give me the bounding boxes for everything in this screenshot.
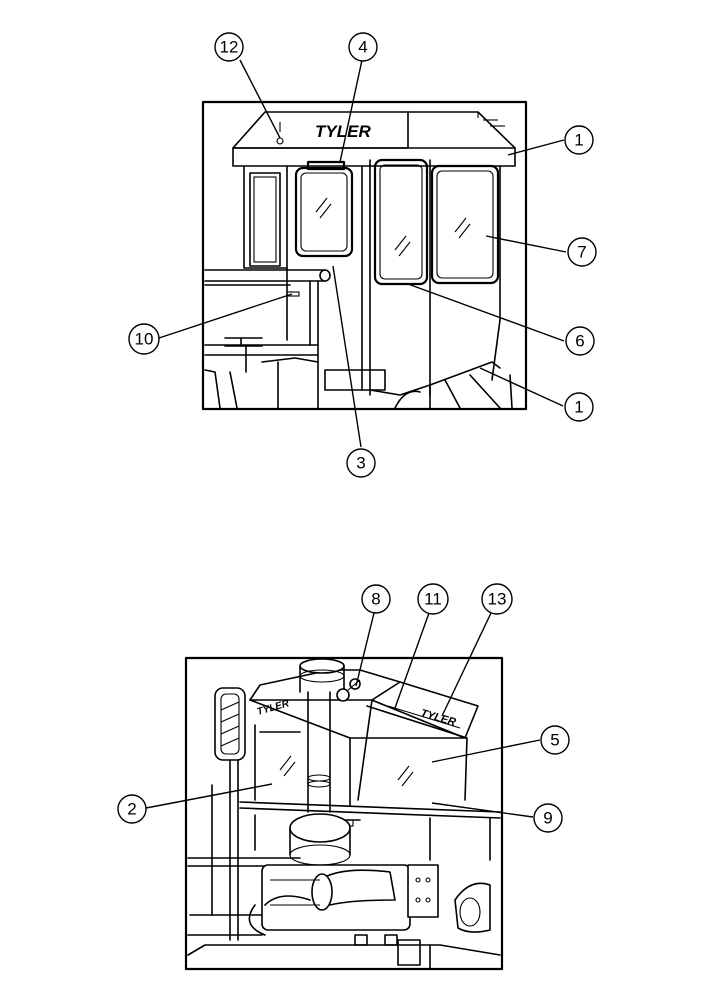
svg-text:5: 5 <box>550 731 559 750</box>
front-door-window <box>294 166 354 258</box>
svg-text:1: 1 <box>574 131 583 150</box>
bottom-leader-lines <box>145 612 541 818</box>
cab-body <box>243 159 501 396</box>
door-latch <box>286 291 300 297</box>
callout-5: 5 <box>540 725 570 755</box>
svg-text:7: 7 <box>577 243 586 262</box>
callout-11: 11 <box>417 583 449 615</box>
callout-10: 10 <box>128 323 160 355</box>
callout-6: 6 <box>565 326 595 356</box>
cab-roof: TYLER <box>232 111 516 167</box>
callout-12: 12 <box>214 32 244 62</box>
svg-text:4: 4 <box>358 38 367 57</box>
callout-1-lower: 1 <box>564 392 594 422</box>
ladder <box>211 687 246 941</box>
callout-2: 2 <box>117 794 147 824</box>
lower-frame <box>204 337 513 409</box>
svg-text:10: 10 <box>135 330 154 349</box>
bottom-figure: TYLER TYLER <box>117 583 570 971</box>
bottom-figure-frame <box>184 656 504 971</box>
callout-8: 8 <box>361 584 391 614</box>
svg-text:2: 2 <box>127 800 136 819</box>
svg-text:8: 8 <box>371 590 380 609</box>
top-figure-frame <box>201 100 528 411</box>
top-leader-lines <box>158 59 567 448</box>
callout-9: 9 <box>533 803 563 833</box>
svg-text:6: 6 <box>575 332 584 351</box>
wiper-motor <box>306 160 346 171</box>
svg-text:12: 12 <box>220 38 239 57</box>
svg-text:9: 9 <box>543 809 552 828</box>
rear-roof: TYLER TYLER <box>249 669 479 739</box>
rear-window-right <box>349 699 468 806</box>
exhaust-stack <box>299 658 345 813</box>
svg-text:11: 11 <box>424 590 442 609</box>
callout-7: 7 <box>567 237 597 267</box>
side-window-rear <box>430 164 500 285</box>
dome-light <box>276 137 284 145</box>
side-window-front <box>373 158 429 286</box>
svg-text:1: 1 <box>574 398 583 417</box>
engine <box>187 864 501 969</box>
callout-1-roof: 1 <box>564 125 594 155</box>
top-figure: TYLER <box>128 32 597 478</box>
callout-3: 3 <box>346 448 376 478</box>
svg-text:13: 13 <box>488 590 507 609</box>
handrail <box>204 269 331 409</box>
svg-text:3: 3 <box>356 454 365 473</box>
callout-4: 4 <box>348 32 378 62</box>
rear-window-left <box>254 724 301 801</box>
top-brand-label: TYLER <box>315 122 371 141</box>
callout-13: 13 <box>481 583 513 615</box>
